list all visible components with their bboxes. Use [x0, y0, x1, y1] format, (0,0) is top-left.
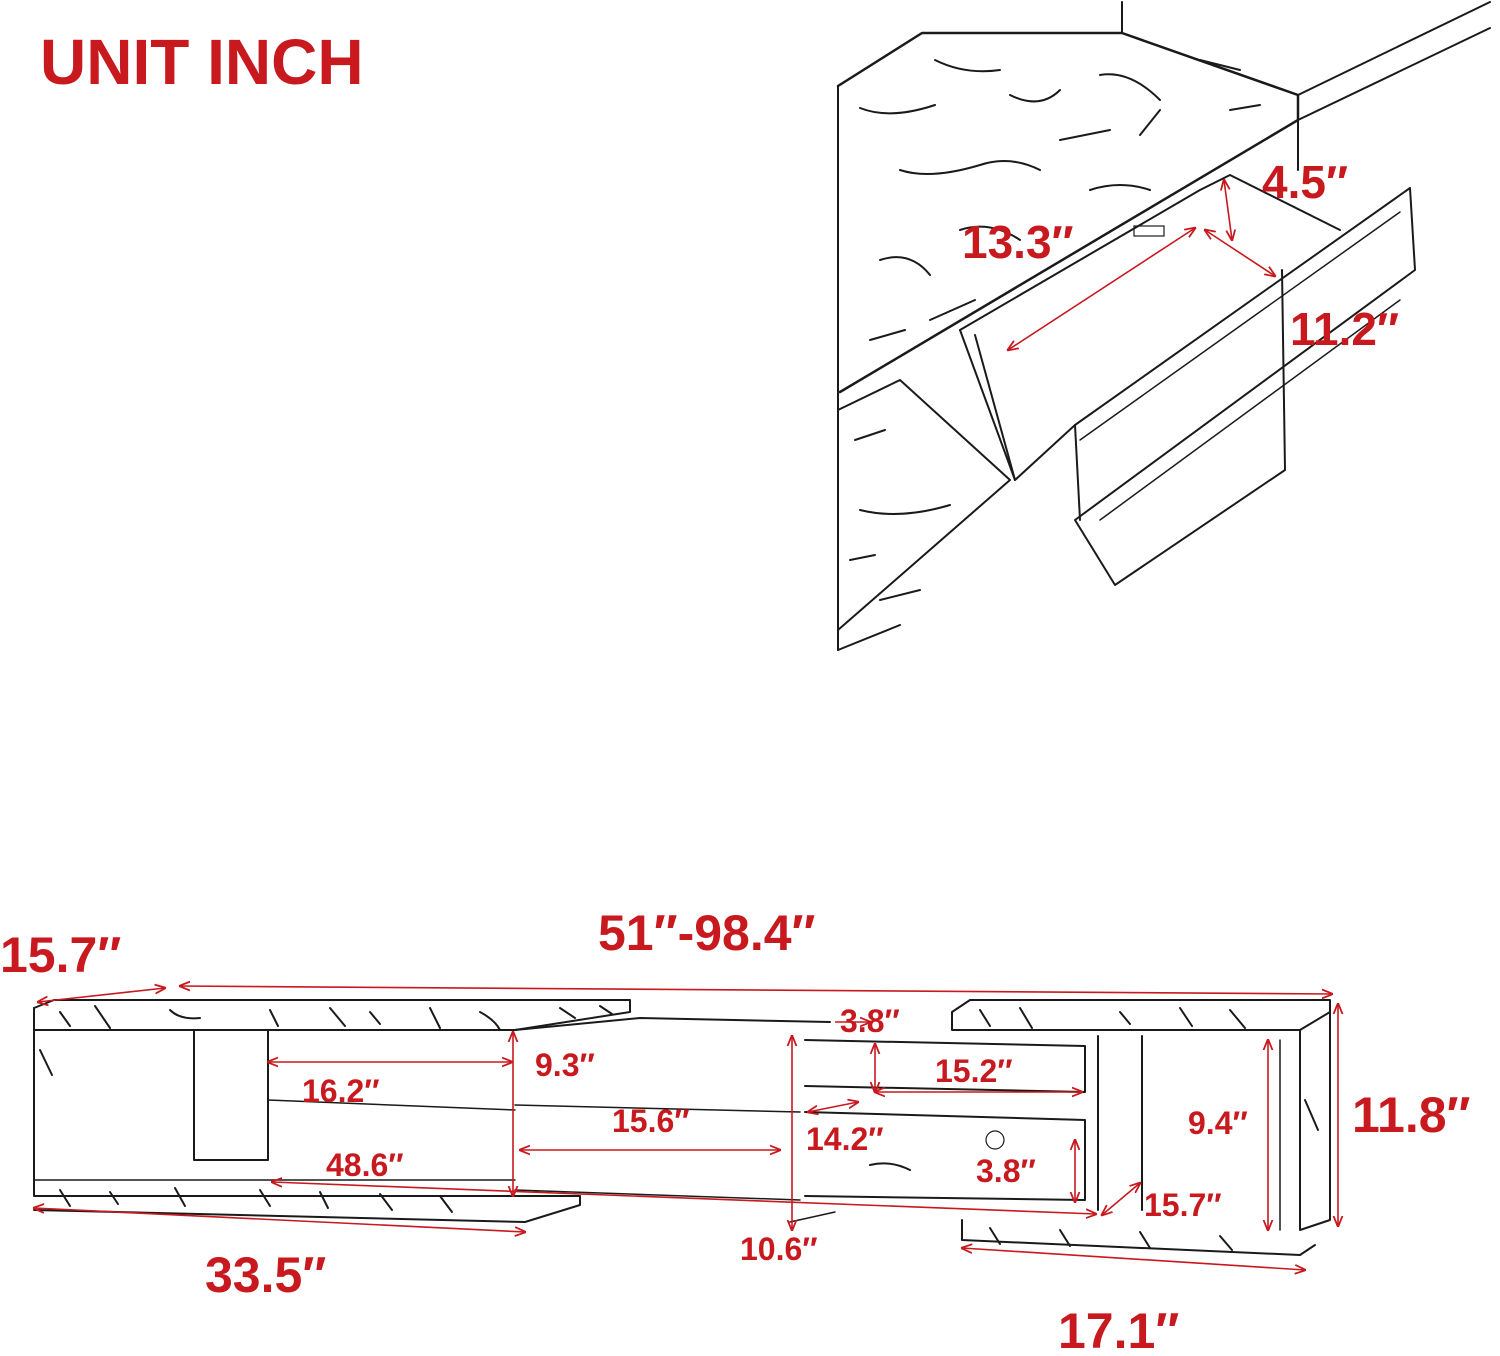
label-right-side-height: 9.4″ — [1188, 1105, 1248, 1141]
unit-title: UNIT INCH — [40, 26, 364, 98]
left-body — [33, 1007, 581, 1223]
label-left-compartment: 16.2″ — [302, 1073, 380, 1109]
detail-divider — [959, 329, 1016, 481]
detail-label-depth: 13.3″ — [962, 216, 1074, 268]
detail-view: 4.5″ 13.3″ 11.2″ — [836, 1, 1491, 651]
detail-base — [837, 624, 901, 651]
right-divider — [1097, 1035, 1143, 1211]
label-left-length: 33.5″ — [205, 1247, 326, 1303]
label-right-length: 17.1″ — [1058, 1303, 1179, 1356]
center-top — [514, 1017, 831, 1031]
detail-arrow-width — [1205, 230, 1275, 276]
detail-drawer-front-line2 — [1099, 299, 1401, 521]
main-dimension-arrows — [34, 986, 1338, 1270]
label-center-height: 10.6″ — [740, 1231, 818, 1267]
detail-arrow-height — [1224, 180, 1232, 240]
detail-drawer-front-edge — [1074, 424, 1081, 521]
detail-marble-veins — [859, 59, 1261, 341]
drawer-handle-icon — [985, 1130, 1005, 1150]
label-shelf-height: 9.3″ — [535, 1047, 595, 1083]
center-foot — [789, 1211, 836, 1223]
label-extension-length: 48.6″ — [326, 1147, 404, 1183]
left-inner-panel — [193, 1029, 269, 1161]
detail-lower-shelf — [837, 379, 1011, 631]
label-drawer-lower-width: 14.2″ — [806, 1121, 884, 1157]
detail-lower-veins — [849, 429, 951, 601]
right-base — [961, 1219, 1316, 1256]
label-overall-height: 11.8″ — [1352, 1087, 1471, 1143]
detail-label-width: 11.2″ — [1290, 303, 1399, 355]
detail-drawer-body — [974, 187, 1416, 586]
detail-tabletop — [836, 31, 1300, 394]
label-drawer-gap-bottom: 3.8″ — [976, 1153, 1036, 1189]
label-drawer-upper-width: 15.2″ — [935, 1053, 1013, 1089]
detail-plug-icon — [1133, 225, 1165, 237]
label-right-depth: 15.7″ — [1144, 1187, 1222, 1223]
label-total-length: 51″-98.4″ — [598, 905, 816, 961]
detail-drawer-front-line — [1079, 211, 1401, 441]
detail-back-rail — [1297, 1, 1491, 96]
main-view: 15.7″ 51″-98.4″ 3.8″ 9.3″ 16.2″ 15.2″ 15… — [0, 905, 1471, 1356]
left-shelf-line — [267, 1099, 516, 1111]
label-center-gap-top: 3.8″ — [840, 1003, 900, 1039]
left-top-plate — [33, 999, 631, 1031]
detail-label-height: 4.5″ — [1262, 156, 1348, 208]
right-top-plate — [951, 999, 1331, 1031]
label-center-shelf-width: 15.6″ — [612, 1103, 690, 1139]
detail-arrow-depth — [1008, 228, 1195, 350]
right-side-panel — [1299, 1011, 1331, 1231]
detail-back-rail-lower — [1297, 27, 1491, 121]
label-top-depth: 15.7″ — [0, 927, 121, 983]
center-shelf — [514, 1104, 801, 1113]
